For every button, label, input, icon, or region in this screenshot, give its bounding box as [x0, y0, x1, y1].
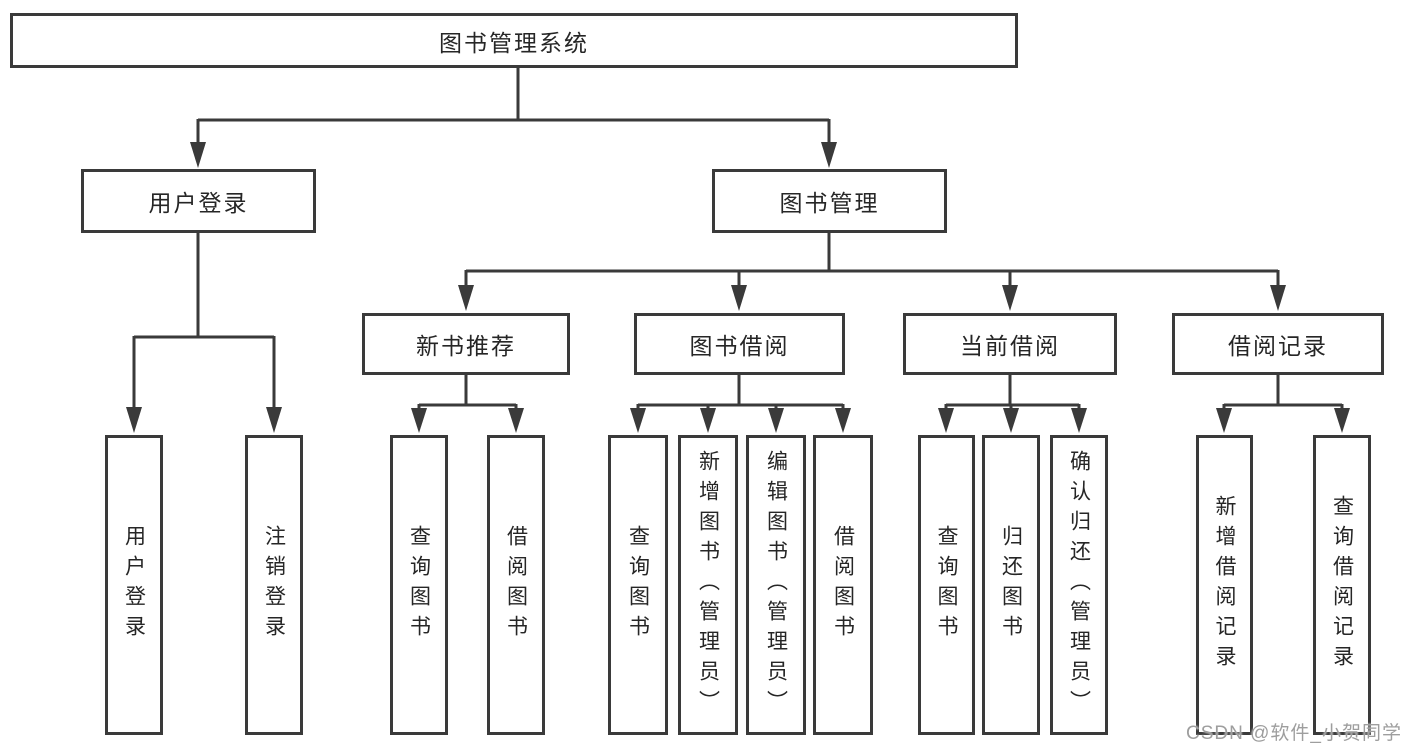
- leaf-borrow-query-books: 查询图书: [608, 435, 668, 735]
- leaf-records-query-record-label: 查询借阅记录: [1330, 495, 1354, 675]
- leaf-current-confirm-return-admin-label: 确认归还（管理员）: [1067, 450, 1091, 720]
- leaf-recommend-query-books-label: 查询图书: [407, 525, 431, 645]
- leaf-logout: 注销登录: [245, 435, 303, 735]
- node-book-borrow: 图书借阅: [634, 313, 845, 375]
- leaf-recommend-borrow-books: 借阅图书: [487, 435, 545, 735]
- node-book-borrow-label: 图书借阅: [689, 333, 790, 359]
- leaf-recommend-query-books: 查询图书: [390, 435, 448, 735]
- node-new-book-recommend: 新书推荐: [362, 313, 570, 375]
- leaf-current-return-books-label: 归还图书: [999, 525, 1023, 645]
- node-borrow-records: 借阅记录: [1172, 313, 1384, 375]
- leaf-logout-label: 注销登录: [262, 525, 286, 645]
- leaf-borrow-edit-books-admin: 编辑图书（管理员）: [746, 435, 806, 735]
- leaf-recommend-borrow-books-label: 借阅图书: [504, 525, 528, 645]
- node-user-login-branch: 用户登录: [81, 169, 316, 233]
- node-root: 图书管理系统: [10, 13, 1018, 68]
- leaf-user-login: 用户登录: [105, 435, 163, 735]
- leaf-borrow-query-books-label: 查询图书: [626, 525, 650, 645]
- node-current-borrow: 当前借阅: [903, 313, 1117, 375]
- leaf-borrow-add-books-admin: 新增图书（管理员）: [678, 435, 738, 735]
- leaf-current-query-books-label: 查询图书: [935, 525, 958, 645]
- node-book-management-branch: 图书管理: [712, 169, 947, 233]
- leaf-borrow-add-books-admin-label: 新增图书（管理员）: [696, 450, 720, 720]
- leaf-borrow-borrow-books: 借阅图书: [813, 435, 873, 735]
- leaf-records-add-record: 新增借阅记录: [1196, 435, 1253, 735]
- leaf-borrow-borrow-books-label: 借阅图书: [831, 525, 855, 645]
- leaf-records-query-record: 查询借阅记录: [1313, 435, 1371, 735]
- watermark: CSDN @软件_小贺同学: [1186, 723, 1402, 744]
- node-borrow-records-label: 借阅记录: [1228, 333, 1328, 359]
- leaf-current-confirm-return-admin: 确认归还（管理员）: [1050, 435, 1108, 735]
- node-new-book-recommend-label: 新书推荐: [416, 333, 516, 359]
- leaf-borrow-edit-books-admin-label: 编辑图书（管理员）: [764, 450, 788, 720]
- node-root-label: 图书管理系统: [439, 29, 589, 56]
- leaf-user-login-label: 用户登录: [122, 525, 146, 645]
- node-book-management-branch-label: 图书管理: [779, 190, 880, 216]
- leaf-current-query-books: 查询图书: [918, 435, 975, 735]
- arrowheads: [126, 142, 1350, 433]
- leaf-current-return-books: 归还图书: [982, 435, 1040, 735]
- leaf-records-add-record-label: 新增借阅记录: [1213, 495, 1236, 675]
- node-current-borrow-label: 当前借阅: [960, 333, 1060, 359]
- node-user-login-branch-label: 用户登录: [148, 190, 249, 216]
